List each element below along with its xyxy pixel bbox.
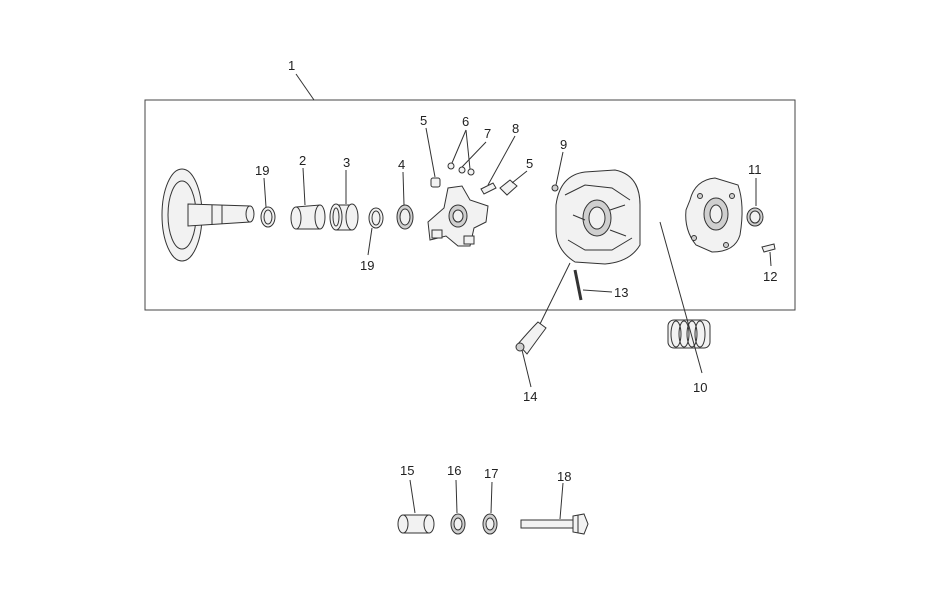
callout-3: 3 — [343, 155, 350, 170]
callout-1: 1 — [288, 58, 295, 73]
callout-5-left: 5 — [420, 113, 427, 128]
leader-5a — [425, 127, 436, 178]
sheave-shaft-part — [161, 168, 255, 262]
spring-10-part — [667, 319, 711, 349]
ball-6-c-part — [467, 168, 475, 176]
leader-10 — [659, 221, 703, 374]
leader-7 — [461, 141, 487, 168]
leader-4 — [402, 171, 405, 206]
callout-4: 4 — [398, 157, 405, 172]
callout-17: 17 — [484, 466, 498, 481]
weight-14-part — [517, 321, 547, 355]
callout-18: 18 — [557, 469, 571, 484]
assembly-frame — [144, 99, 796, 311]
callout-19-mid: 19 — [360, 258, 374, 273]
callout-7: 7 — [484, 126, 491, 141]
callout-12: 12 — [763, 269, 777, 284]
ball-6-a-part — [447, 162, 455, 170]
leader-14b — [521, 349, 532, 388]
leader-17 — [490, 481, 493, 514]
leader-19a — [263, 177, 267, 208]
leader-5b — [511, 170, 528, 184]
moveable-sheave-part — [555, 169, 641, 265]
bushing-3-part — [329, 203, 359, 231]
callout-15: 15 — [400, 463, 414, 478]
screw-9-part — [551, 184, 559, 192]
leader-1 — [295, 73, 315, 101]
leader-18 — [559, 482, 564, 520]
roller-5-right-part — [499, 179, 518, 196]
callout-13: 13 — [614, 285, 628, 300]
callout-10: 10 — [693, 380, 707, 395]
ring-19-left-part — [260, 206, 276, 228]
callout-6: 6 — [462, 114, 469, 129]
ring-19-mid-part — [368, 207, 384, 229]
leader-12 — [769, 251, 772, 267]
leader-6a — [451, 129, 467, 164]
leader-8 — [487, 135, 516, 186]
screw-12-part — [761, 243, 776, 253]
callout-16: 16 — [447, 463, 461, 478]
spider-part — [427, 185, 489, 247]
callout-8: 8 — [512, 121, 519, 136]
leader-2 — [302, 167, 306, 206]
leader-14a — [539, 262, 571, 325]
callout-11: 11 — [748, 162, 762, 177]
callout-14: 14 — [523, 389, 537, 404]
leader-13 — [582, 289, 613, 293]
bushing-15-part — [397, 514, 435, 534]
bolt-18-part — [520, 513, 589, 535]
bushing-2-part — [290, 204, 326, 230]
leader-6b — [465, 129, 471, 170]
pin-13-part — [573, 269, 583, 301]
roller-5-left-part — [430, 177, 441, 188]
leader-19b — [367, 227, 373, 256]
leader-16 — [455, 479, 458, 514]
callout-19-left: 19 — [255, 163, 269, 178]
callout-2: 2 — [299, 153, 306, 168]
callout-5-right: 5 — [526, 156, 533, 171]
cover-plate-part — [685, 177, 743, 253]
leader-9 — [555, 151, 564, 186]
leader-15 — [409, 479, 416, 514]
callout-9: 9 — [560, 137, 567, 152]
pin-8-part — [480, 182, 497, 195]
ball-6-b-part — [458, 166, 466, 174]
